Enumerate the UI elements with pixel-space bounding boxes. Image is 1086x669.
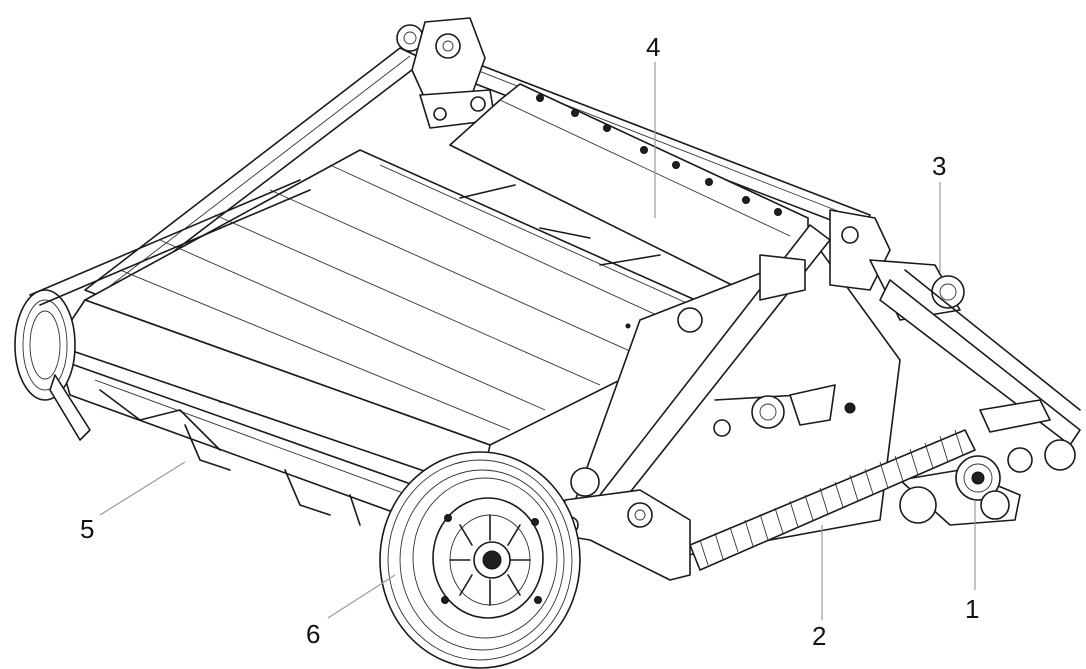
callout-5: 5: [80, 514, 95, 544]
leader-lines: [99, 62, 976, 620]
leader-line-6: [327, 574, 396, 619]
callout-3: 3: [932, 151, 947, 181]
cover-plate-bolts: [536, 94, 782, 216]
drive-belt: [29, 179, 311, 306]
callout-4: 4: [646, 32, 661, 62]
right-hub-assembly: [899, 399, 1076, 526]
tension-spring: [689, 429, 976, 571]
callout-1: 1: [965, 594, 980, 624]
leader-line-5: [99, 461, 186, 516]
wheel-spokes: [449, 514, 531, 606]
left-belt-pulley: [14, 289, 91, 441]
ground-wheel: [379, 451, 581, 669]
middle-idler-pulleys: [713, 384, 856, 437]
callout-6: 6: [306, 619, 321, 649]
callout-2: 2: [812, 621, 827, 651]
front-roller: [54, 299, 491, 541]
top-pivot-bracket: [411, 17, 496, 129]
